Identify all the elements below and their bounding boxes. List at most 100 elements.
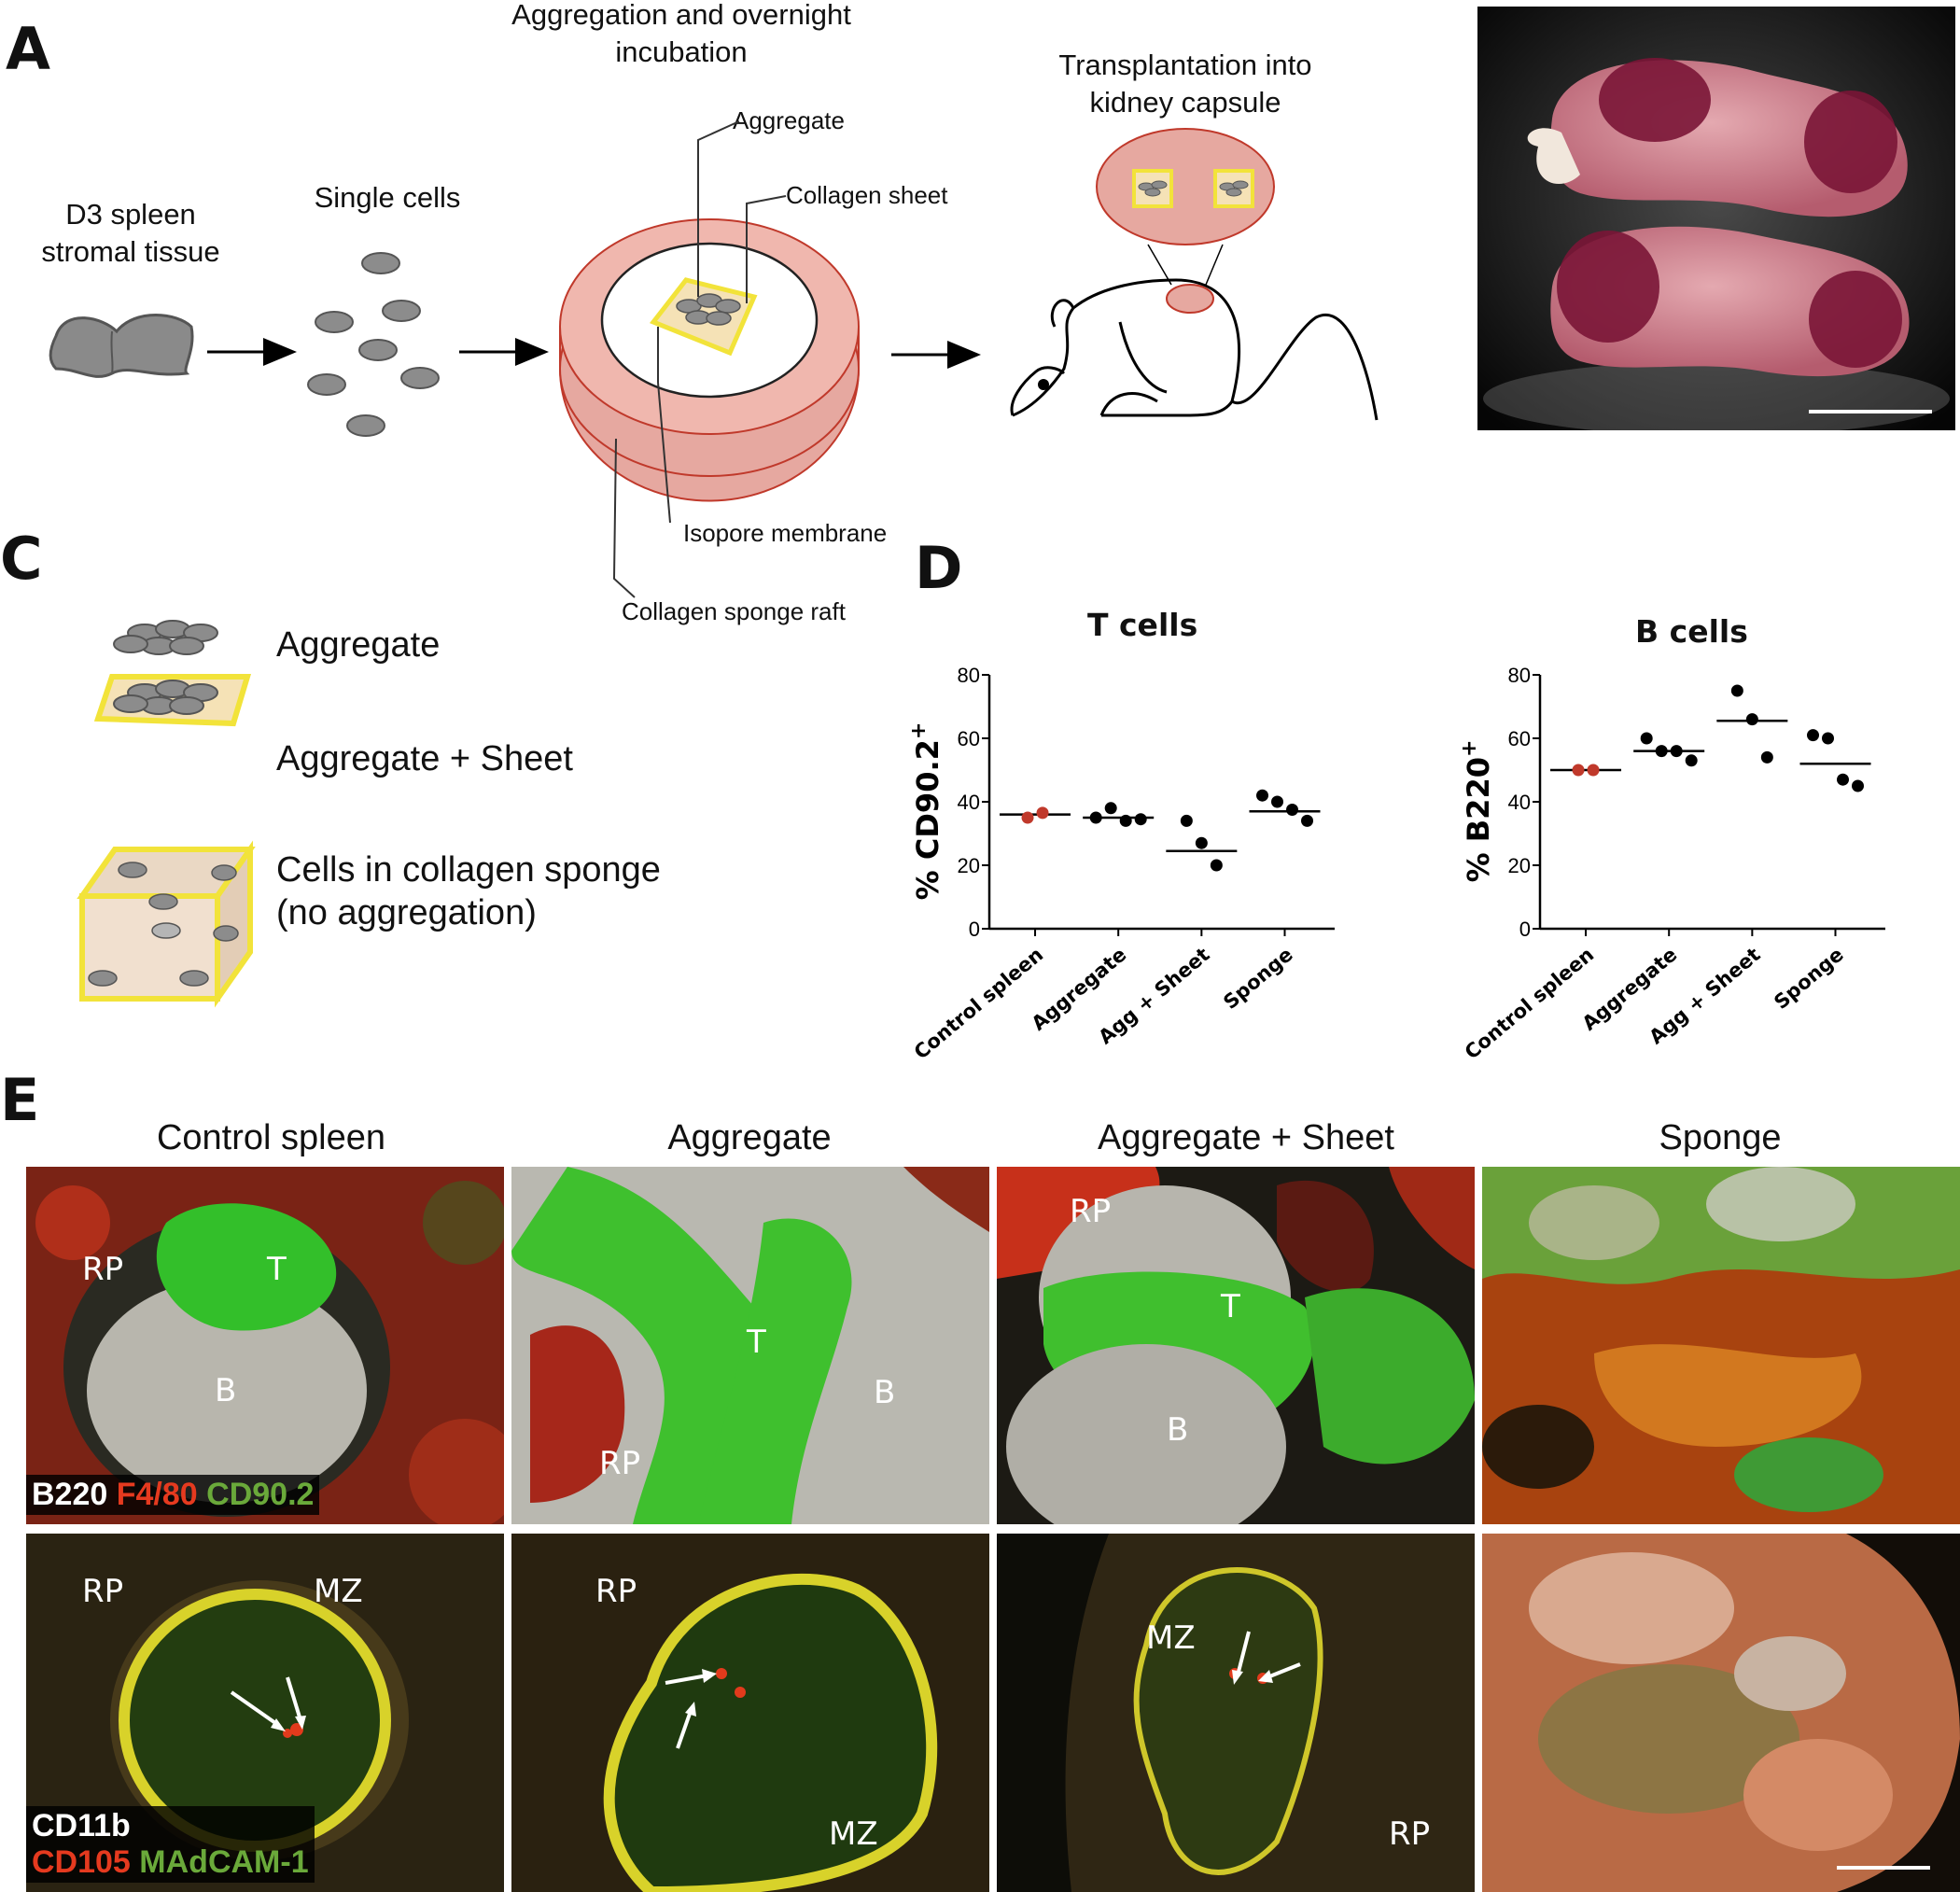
x-tick-label: Sponge — [1770, 943, 1847, 1013]
legend-sponge: Cells in collagen sponge (no aggregation… — [276, 850, 661, 932]
data-point — [1286, 804, 1299, 816]
data-point — [1036, 806, 1049, 820]
panel-label-a: A — [6, 15, 50, 83]
data-point — [1119, 814, 1132, 827]
micrograph-r1-aggregate: T B RP — [511, 1167, 989, 1524]
data-point — [1301, 814, 1314, 827]
data-point — [1195, 836, 1208, 849]
y-axis-label: % B220+ — [1458, 740, 1496, 883]
label-b: B — [1167, 1411, 1189, 1449]
micrograph-r2-sponge — [1482, 1534, 1960, 1892]
data-point — [1760, 750, 1773, 764]
y-axis-label: % CD90.2+ — [907, 722, 945, 901]
y-tick-label: 60 — [958, 727, 980, 750]
label-isopore: Isopore membrane — [683, 519, 888, 547]
data-point — [1822, 732, 1835, 745]
data-point — [1685, 754, 1698, 767]
culture-dish-icon — [559, 218, 860, 502]
y-tick-label: 20 — [958, 854, 980, 877]
y-tick-label: 0 — [1519, 918, 1531, 941]
label-t: T — [1221, 1288, 1240, 1325]
micrograph-r2-agg-sheet: MZ RP — [997, 1534, 1475, 1892]
data-point — [1089, 811, 1102, 824]
data-point — [1587, 764, 1600, 777]
aggregate-icon — [113, 620, 218, 655]
sponge-cube-icon — [77, 840, 256, 1008]
y-tick-label: 0 — [969, 918, 980, 941]
arrow-icon — [665, 1669, 717, 1749]
chart-title-b: B cells — [1635, 613, 1748, 650]
stain-legend-row1: B220 F4/80 CD90.2 — [26, 1475, 320, 1516]
e-title-aggregate: Aggregate — [667, 1118, 832, 1157]
data-point — [1852, 779, 1865, 792]
data-point — [1640, 732, 1653, 745]
data-point — [1745, 713, 1758, 726]
x-tick-label: Control spleen — [910, 943, 1047, 1063]
label-sponge-raft: Collagen sponge raft — [622, 597, 846, 625]
label-rp: RP — [595, 1573, 637, 1610]
data-point — [1104, 802, 1117, 815]
data-point — [1572, 764, 1585, 777]
label-d3-stromal: D3 spleen stromal tissue — [41, 198, 220, 268]
label-transplant: Transplantation into kidney capsule — [1058, 49, 1312, 119]
x-tick-label: Sponge — [1219, 943, 1296, 1013]
label-rp: RP — [82, 1251, 124, 1288]
panel-label-d: D — [915, 534, 963, 602]
label-rp: RP — [599, 1445, 641, 1482]
data-point — [1256, 789, 1269, 802]
label-rp: RP — [82, 1573, 124, 1610]
label-mz: MZ — [1146, 1619, 1196, 1657]
data-point — [1807, 729, 1820, 742]
data-point — [1210, 859, 1223, 872]
data-point — [1655, 745, 1668, 758]
y-tick-label: 80 — [1508, 664, 1531, 687]
label-rp: RP — [1070, 1193, 1112, 1230]
data-point — [1837, 773, 1850, 786]
e-title-control: Control spleen — [156, 1118, 386, 1157]
arrow-icon — [1232, 1631, 1301, 1685]
y-tick-label: 40 — [1508, 791, 1531, 814]
single-cells-icon — [307, 252, 440, 437]
label-t: T — [747, 1324, 766, 1361]
y-tick-label: 60 — [1508, 727, 1531, 750]
schematic-a — [49, 120, 1379, 598]
data-point — [1271, 795, 1284, 808]
y-tick-label: 80 — [958, 664, 980, 687]
data-point — [1730, 684, 1743, 697]
micrograph-r1-control: RP T B B220 F4/80 CD90.2 — [26, 1167, 504, 1524]
data-point — [1180, 814, 1193, 827]
mouse-icon — [1010, 128, 1379, 421]
e-title-agg-sheet: Aggregate + Sheet — [1098, 1118, 1394, 1157]
legend-aggregate-sheet: Aggregate + Sheet — [276, 739, 573, 778]
label-single-cells: Single cells — [314, 181, 461, 214]
schematic-c — [77, 620, 256, 1008]
panel-label-c: C — [0, 525, 43, 593]
x-tick-label: Control spleen — [1461, 943, 1598, 1063]
arrow-icon — [230, 1676, 306, 1731]
panel-label-e: E — [0, 1066, 40, 1134]
y-tick-label: 40 — [958, 791, 980, 814]
label-b: B — [874, 1374, 896, 1411]
chart-title-t: T cells — [1087, 607, 1198, 643]
label-mz: MZ — [314, 1573, 363, 1610]
e-title-sponge: Sponge — [1659, 1118, 1782, 1157]
micrograph-r1-agg-sheet: RP T B — [997, 1167, 1475, 1524]
label-rp: RP — [1389, 1815, 1431, 1853]
data-point — [1134, 813, 1147, 826]
y-tick-label: 20 — [1508, 854, 1531, 877]
label-aggregation: Aggregation and overnight incubation — [511, 0, 851, 68]
data-point — [1021, 811, 1034, 824]
label-aggregate-pointer: Aggregate — [733, 106, 845, 134]
label-b: B — [215, 1372, 237, 1409]
label-t: T — [267, 1251, 287, 1288]
data-point — [1670, 745, 1683, 758]
label-mz: MZ — [829, 1815, 878, 1853]
micrograph-r2-aggregate: RP MZ — [511, 1534, 989, 1892]
tissue-icon — [49, 314, 194, 378]
aggregate-sheet-icon — [93, 674, 252, 727]
label-collagen-sheet: Collagen sheet — [786, 181, 948, 209]
micrograph-r1-sponge — [1482, 1167, 1960, 1524]
